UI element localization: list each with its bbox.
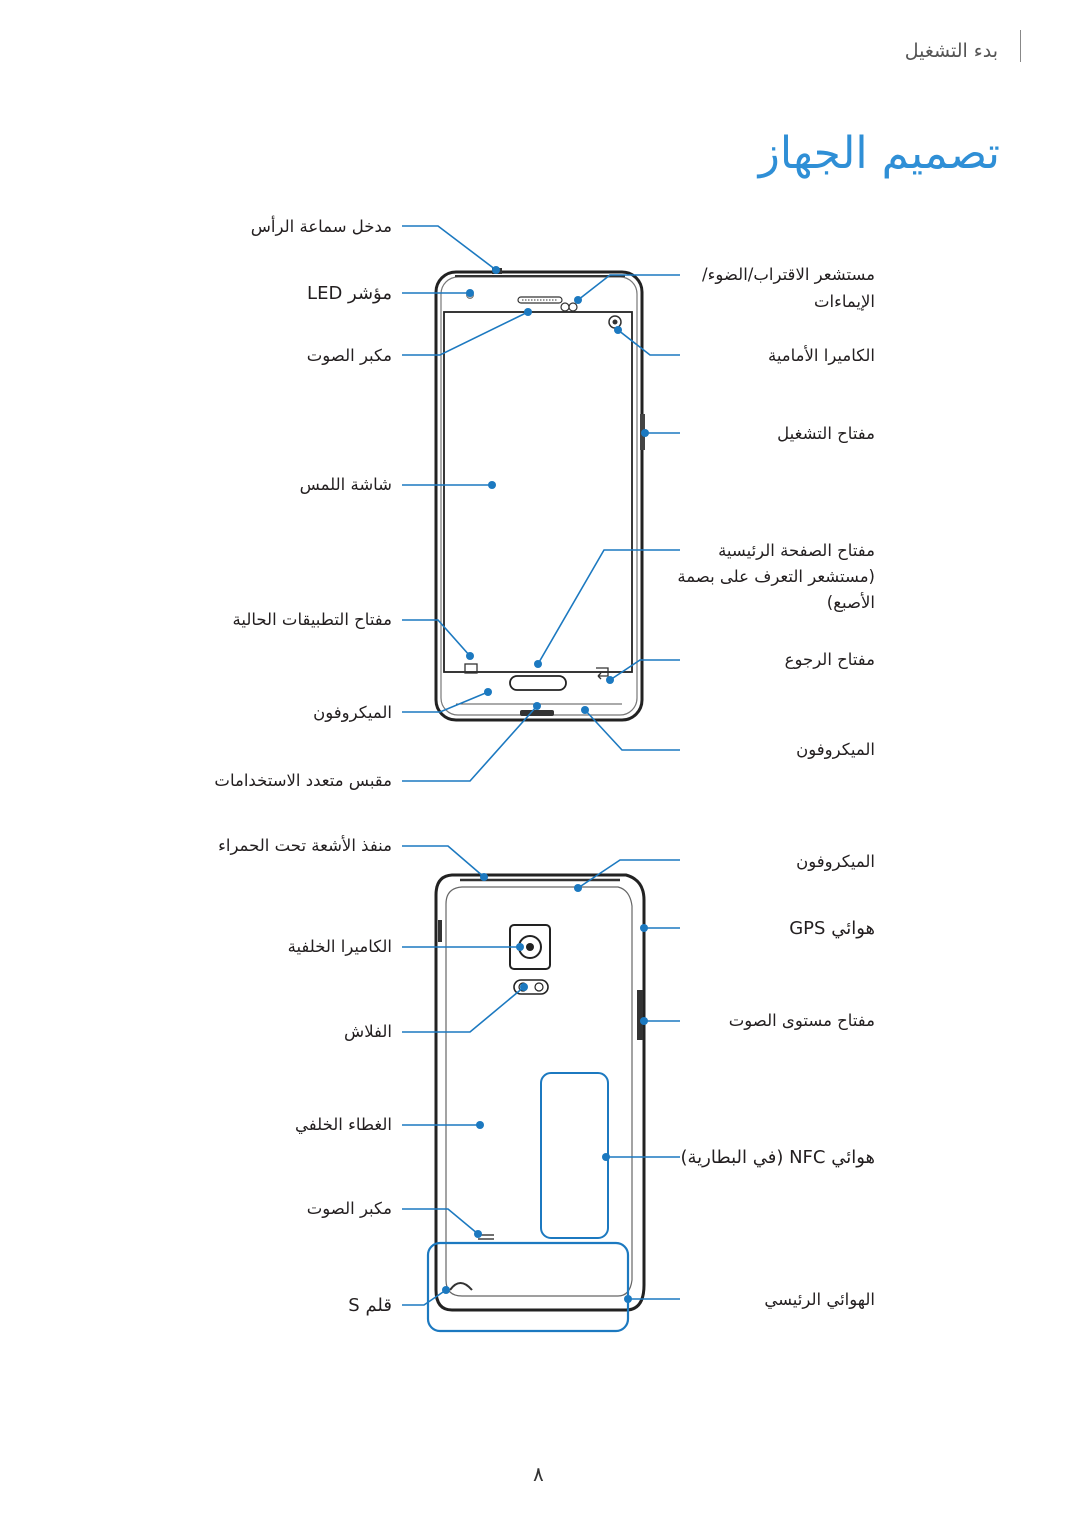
callout-multi-jack-dot [533,702,541,710]
label-main-antenna: الهوائي الرئيسي [764,1290,875,1309]
main-antenna-area [426,1241,630,1333]
label-rear-speaker: مكبر الصوت [306,1199,392,1218]
callout-front-camera-dot [614,326,622,334]
callout-front-speaker-line [402,311,529,356]
header-divider [1020,30,1021,62]
label-bottom-microphone: الميكروفون [796,740,875,759]
callout-ir-port-dot [480,873,488,881]
callout-front-mic-line [402,691,489,713]
callout-back-cover-dot [476,1121,484,1129]
label-home-key: مفتاح الصفحة الرئيسية [718,541,875,560]
label-front-microphone: الميكروفون [313,703,392,722]
callout-rear-camera-dot [516,943,524,951]
touch-screen [443,311,633,673]
callout-rear-speaker-dot [474,1230,482,1238]
callout-nfc-dot [602,1153,610,1161]
s-pen-slot [449,1282,473,1291]
callout-gps-dot [640,924,648,932]
label-fingerprint-sensor-end: الأصبع) [826,593,875,612]
label-back-key: مفتاح الرجوع [784,650,875,669]
label-flash: الفلاش [344,1022,392,1041]
callout-power-key-dot [641,429,649,437]
callout-back-key-dot [606,676,614,684]
callout-front-camera-line [617,329,680,356]
callout-proximity-line [577,274,680,301]
callout-headset-jack-line [402,225,497,271]
label-power-key: مفتاح التشغيل [777,424,875,443]
callout-ir-port-line [402,845,485,878]
callout-rear-speaker-line [402,1208,479,1235]
label-rear-camera: الكاميرا الخلفية [287,937,392,956]
label-front-camera: الكاميرا الأمامية [767,346,875,365]
callout-front-speaker-dot [524,308,532,316]
callout-headset-jack-dot [492,266,500,274]
label-fingerprint-sensor: (مستشعر التعرف على بصمة [677,567,875,586]
recent-apps-icon [464,663,478,674]
back-icon [596,667,609,680]
earpiece-grille [517,296,563,304]
callout-top-mic-line [577,859,680,889]
label-front-speaker: مكبر الصوت [306,346,392,365]
label-recent-apps-key: مفتاح التطبيقات الحالية [232,610,392,629]
callout-home-key-dot [534,660,542,668]
label-nfc-antenna: هوائي NFC (في البطارية) [680,1147,875,1168]
callout-flash-line [402,986,525,1033]
flash-shape [513,979,549,995]
label-headset-jack: مدخل سماعة الرأس [250,217,392,236]
home-button-shape [509,675,567,691]
label-volume-key: مفتاح مستوى الصوت [728,1011,875,1030]
label-led-indicator: مؤشر LED [307,283,392,304]
label-touch-screen: شاشة اللمس [299,475,392,494]
page-title: تصميم الجهاز [758,128,1000,179]
label-s-pen: قلم S [348,1295,392,1316]
callout-home-key-line [537,549,680,665]
callout-bottom-mic-dot [581,706,589,714]
callout-multi-jack-line [402,705,538,782]
callout-recent-apps-line [402,619,471,657]
callout-back-key-line [609,659,680,681]
callout-s-pen-line [402,1289,447,1306]
page-number: ٨ [533,1462,544,1486]
label-ir-port: منفذ الأشعة تحت الحمراء [218,836,392,855]
callout-touch-screen-dot [488,481,496,489]
phone-front [434,268,645,722]
callout-s-pen-dot [442,1286,450,1294]
callout-front-mic-dot [484,688,492,696]
callout-volume-dot [640,1017,648,1025]
label-gesture-sensor: الإيماءات [813,292,875,311]
phone-back [426,873,646,1333]
callout-proximity-dot [574,296,582,304]
label-multipurpose-jack: مقبس متعدد الاستخدامات [214,771,392,790]
label-back-cover: الغطاء الخلفي [295,1115,392,1134]
callout-top-mic-dot [574,884,582,892]
callout-led-dot [466,289,474,297]
label-proximity-sensor: مستشعر الاقتراب/الضوء/ [702,265,875,284]
callout-main-antenna-dot [624,1295,632,1303]
callout-bottom-mic-line [584,709,680,751]
label-gps-antenna: هوائي GPS [789,918,875,939]
callout-recent-apps-dot [466,652,474,660]
section-header: بدء التشغيل [904,40,998,62]
label-top-microphone: الميكروفون [796,852,875,871]
callout-flash-dot [520,983,528,991]
